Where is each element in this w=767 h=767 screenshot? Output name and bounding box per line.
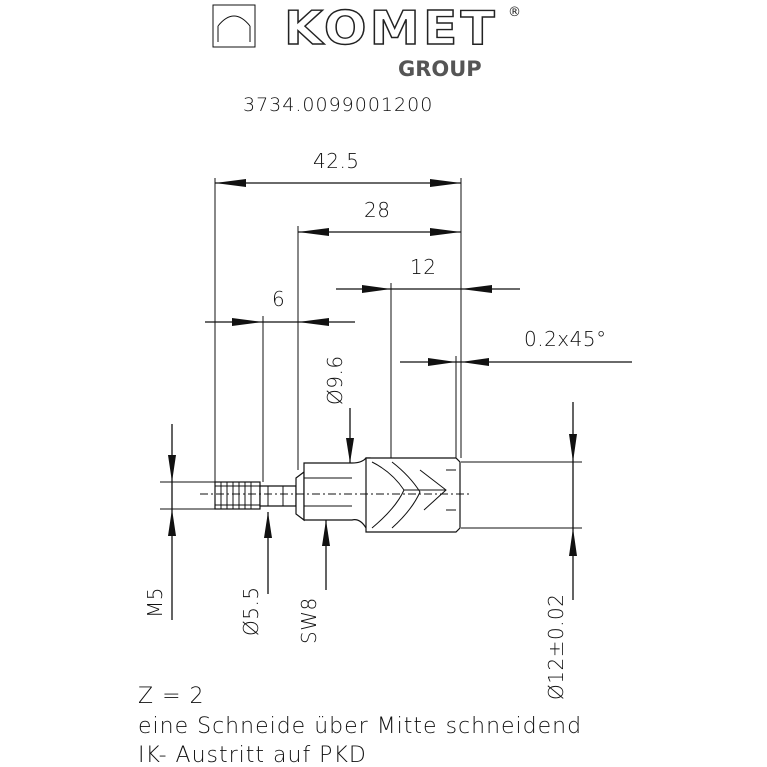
komet-logo: KOMET ® GROUP <box>212 0 521 81</box>
dimension-head-length: 28 <box>297 198 461 470</box>
logo-group: GROUP <box>398 57 482 81</box>
overall-length-label: 42.5 <box>313 149 360 173</box>
note-teeth-count: Z = 2 <box>138 684 205 709</box>
dimension-wrench-size: SW8 <box>297 520 330 644</box>
wrench-size-label: SW8 <box>297 597 321 644</box>
notes: Z = 2 eine Schneide über Mitte schneiden… <box>138 684 582 767</box>
dimension-overall-length: 42.5 <box>214 149 462 482</box>
logo-registered-mark: ® <box>508 5 521 20</box>
chamfer-label: 0.2x45° <box>524 327 607 351</box>
thread-label: M5 <box>143 587 167 618</box>
shank-diameter-label: Ø9.6 <box>323 355 347 405</box>
head-length-label: 28 <box>364 198 390 222</box>
dimension-neck-length: 6 <box>205 287 355 482</box>
dimension-cutting-diameter: Ø12±0.02 <box>461 402 582 700</box>
cutting-diameter-label: Ø12±0.02 <box>544 594 568 700</box>
komet-logo-mark-icon <box>212 4 256 48</box>
dimension-cutting-length: 12 <box>336 255 520 458</box>
cutting-length-label: 12 <box>410 255 436 279</box>
dimension-shank-diameter: Ø9.6 <box>323 355 354 463</box>
dimension-neck-diameter: Ø5.5 <box>239 512 272 636</box>
part-number: 3734.0099001200 <box>243 94 433 116</box>
note-coolant-exit: IK- Austritt auf PKD <box>138 743 367 767</box>
dimension-chamfer: 0.2x45° <box>400 327 632 458</box>
logo-brand: KOMET <box>284 1 498 55</box>
note-cutting-edge: eine Schneide über Mitte schneidend <box>138 714 582 739</box>
tool-outline <box>200 457 470 533</box>
dimension-thread: M5 <box>143 424 215 620</box>
neck-length-label: 6 <box>272 287 285 311</box>
neck-diameter-label: Ø5.5 <box>239 586 263 636</box>
